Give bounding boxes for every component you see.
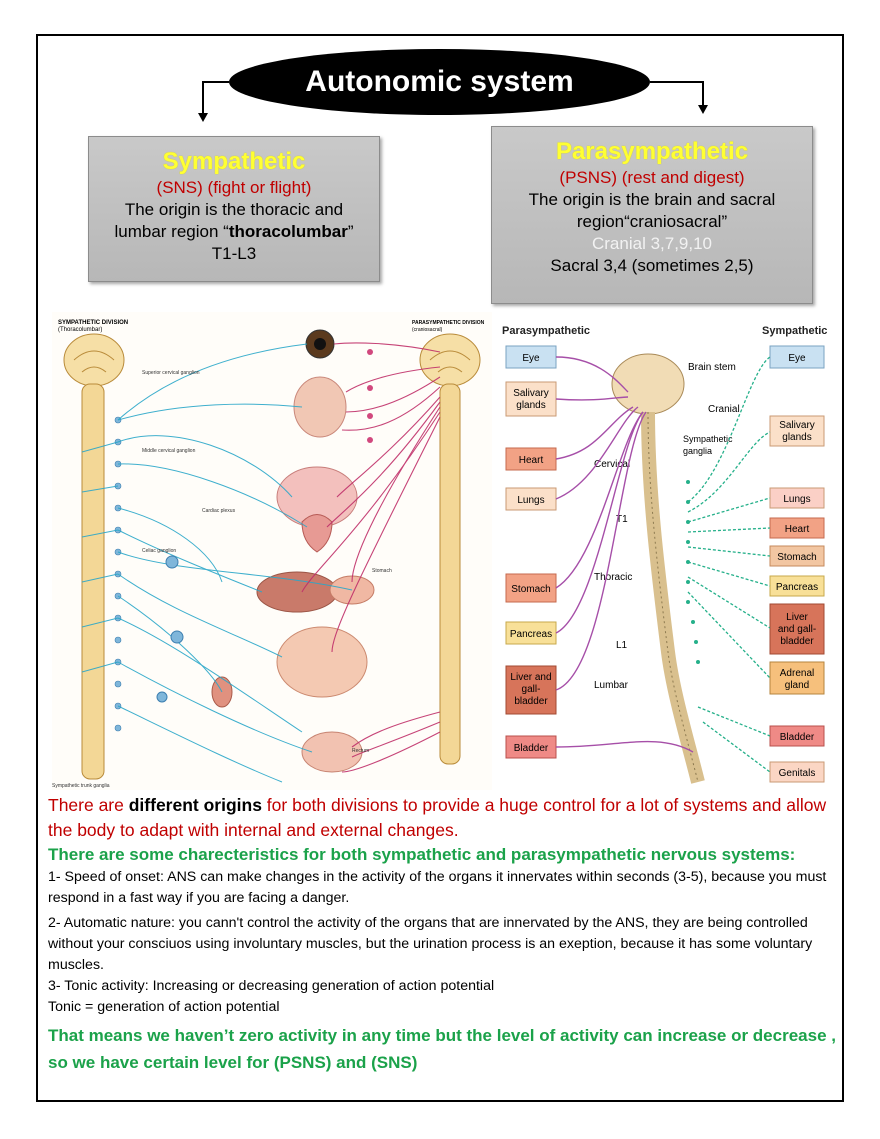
right-brain bbox=[419, 333, 481, 387]
intro-paragraph: There are different origins for both div… bbox=[48, 795, 827, 840]
head-organ bbox=[293, 376, 347, 438]
svg-text:Cranial: Cranial bbox=[708, 404, 740, 415]
left-brain bbox=[63, 333, 125, 387]
speed-of-onset: 1- Speed of onset: ANS can make changes … bbox=[48, 869, 827, 906]
tonic-activity: 3- Tonic activity: Increasing or decreas… bbox=[48, 978, 495, 994]
svg-text:Cervical: Cervical bbox=[594, 459, 630, 470]
svg-text:T1: T1 bbox=[616, 514, 628, 525]
parasympathetic-subtitle: (PSNS) (rest and digest) bbox=[559, 168, 745, 187]
svg-text:Salivary: Salivary bbox=[513, 388, 549, 399]
svg-text:Middle cervical ganglion: Middle cervical ganglion bbox=[142, 448, 196, 454]
svg-text:Heart: Heart bbox=[519, 455, 544, 466]
title-arrows bbox=[198, 81, 708, 122]
ans-organ-map: Parasympathetic Sympathetic Brain stem C… bbox=[498, 312, 832, 790]
parasympathetic-origin-line2: region“craniosacral” bbox=[576, 212, 728, 231]
sympathetic-nerves bbox=[81, 343, 353, 783]
svg-text:Liver and: Liver and bbox=[510, 672, 551, 683]
body-text: There are different origins for both div… bbox=[48, 793, 838, 1076]
parasympathetic-sacral: Sacral 3,4 (sometimes 2,5) bbox=[550, 256, 754, 275]
right-spinal-cord bbox=[439, 383, 461, 765]
svg-text:gall-: gall- bbox=[522, 684, 541, 695]
svg-text:bladder: bladder bbox=[780, 636, 814, 647]
sympathetic-origin-line2: lumbar region “thoracolumbar” bbox=[114, 222, 354, 241]
prevertebral-ganglia bbox=[156, 555, 184, 703]
svg-text:Lumbar: Lumbar bbox=[594, 680, 629, 691]
svg-text:Cardiac plexus: Cardiac plexus bbox=[202, 508, 236, 514]
sympathetic-box: Sympathetic (SNS) (fight or flight) The … bbox=[88, 136, 380, 282]
fig-label-sym-division: SYMPATHETIC DIVISION bbox=[58, 320, 128, 326]
map-col-para: Parasympathetic bbox=[502, 325, 590, 337]
svg-text:Eye: Eye bbox=[788, 353, 806, 364]
ans-division-illustration: SYMPATHETIC DIVISION (Thoracolumbar) PAR… bbox=[52, 312, 492, 790]
para-lines bbox=[555, 356, 694, 753]
svg-text:Bladder: Bladder bbox=[514, 743, 549, 754]
svg-text:Stomach: Stomach bbox=[372, 568, 392, 574]
fig-label-para-sub: (craniosacral) bbox=[412, 327, 443, 333]
liver-organ bbox=[256, 571, 338, 613]
svg-text:Rectum: Rectum bbox=[352, 748, 369, 754]
svg-text:gland: gland bbox=[785, 680, 809, 691]
map-col-sym: Sympathetic bbox=[762, 325, 827, 337]
parasympathetic-heading: Parasympathetic bbox=[555, 138, 749, 165]
svg-text:Sympathetic: Sympathetic bbox=[683, 434, 733, 444]
svg-text:L1: L1 bbox=[616, 640, 628, 651]
intestine-organ bbox=[276, 626, 368, 698]
parasympathetic-box: Parasympathetic (PSNS) (rest and digest)… bbox=[491, 126, 813, 304]
fig-label-para-division: PARASYMPATHETIC DIVISION bbox=[412, 320, 485, 326]
svg-text:Eye: Eye bbox=[522, 353, 540, 364]
svg-text:Stomach: Stomach bbox=[777, 552, 816, 563]
svg-text:Pancreas: Pancreas bbox=[776, 582, 818, 593]
sympathetic-levels: T1-L3 bbox=[211, 244, 257, 263]
parasympathetic-origin-line1: The origin is the brain and sacral bbox=[528, 190, 776, 209]
sym-chain bbox=[686, 480, 700, 664]
page-title: Autonomic system bbox=[229, 49, 650, 115]
svg-text:Thoracic: Thoracic bbox=[594, 572, 632, 583]
heart-organ bbox=[301, 514, 333, 553]
page-border bbox=[36, 34, 844, 1102]
svg-text:Lungs: Lungs bbox=[517, 495, 544, 506]
automatic-nature: 2- Automatic nature: you cann't control … bbox=[48, 915, 813, 973]
svg-text:Superior cervical ganglion: Superior cervical ganglion bbox=[142, 370, 200, 376]
sympathetic-heading: Sympathetic bbox=[162, 148, 306, 175]
svg-text:Stomach: Stomach bbox=[511, 584, 550, 595]
fig-label-sym-sub: (Thoracolumbar) bbox=[58, 327, 102, 333]
conclusion-paragraph: That means we haven’t zero activity in a… bbox=[48, 1026, 836, 1072]
parasympathetic-nerves bbox=[301, 342, 441, 773]
svg-text:Pancreas: Pancreas bbox=[510, 629, 552, 640]
parasympathetic-cranial: Cranial 3,7,9,10 bbox=[591, 234, 713, 253]
svg-text:glands: glands bbox=[516, 400, 545, 411]
characteristics-heading: There are some charecteristics for both … bbox=[48, 845, 796, 864]
svg-text:Celiac ganglion: Celiac ganglion bbox=[142, 548, 176, 554]
sympathetic-subtitle: (SNS) (fight or flight) bbox=[156, 178, 312, 197]
svg-text:Lungs: Lungs bbox=[783, 494, 810, 505]
sym-lines bbox=[687, 356, 771, 773]
svg-text:Salivary: Salivary bbox=[779, 420, 815, 431]
svg-text:Brain stem: Brain stem bbox=[688, 362, 736, 373]
svg-text:glands: glands bbox=[782, 432, 811, 443]
svg-text:Sympathetic trunk ganglia: Sympathetic trunk ganglia bbox=[52, 783, 110, 789]
svg-text:bladder: bladder bbox=[514, 696, 548, 707]
svg-text:Heart: Heart bbox=[785, 524, 810, 535]
svg-text:Bladder: Bladder bbox=[780, 732, 815, 743]
sympathetic-origin-line1: The origin is the thoracic and bbox=[124, 200, 344, 219]
map-brain bbox=[611, 353, 685, 415]
tonic-definition: Tonic = generation of action potential bbox=[48, 999, 280, 1015]
svg-text:Liver: Liver bbox=[786, 612, 808, 623]
svg-text:ganglia: ganglia bbox=[683, 446, 712, 456]
svg-text:Genitals: Genitals bbox=[779, 768, 816, 779]
svg-text:Adrenal: Adrenal bbox=[780, 668, 814, 679]
svg-text:and gall-: and gall- bbox=[778, 624, 816, 635]
bladder-organ bbox=[301, 731, 363, 773]
parasympathetic-ganglia bbox=[367, 349, 373, 443]
